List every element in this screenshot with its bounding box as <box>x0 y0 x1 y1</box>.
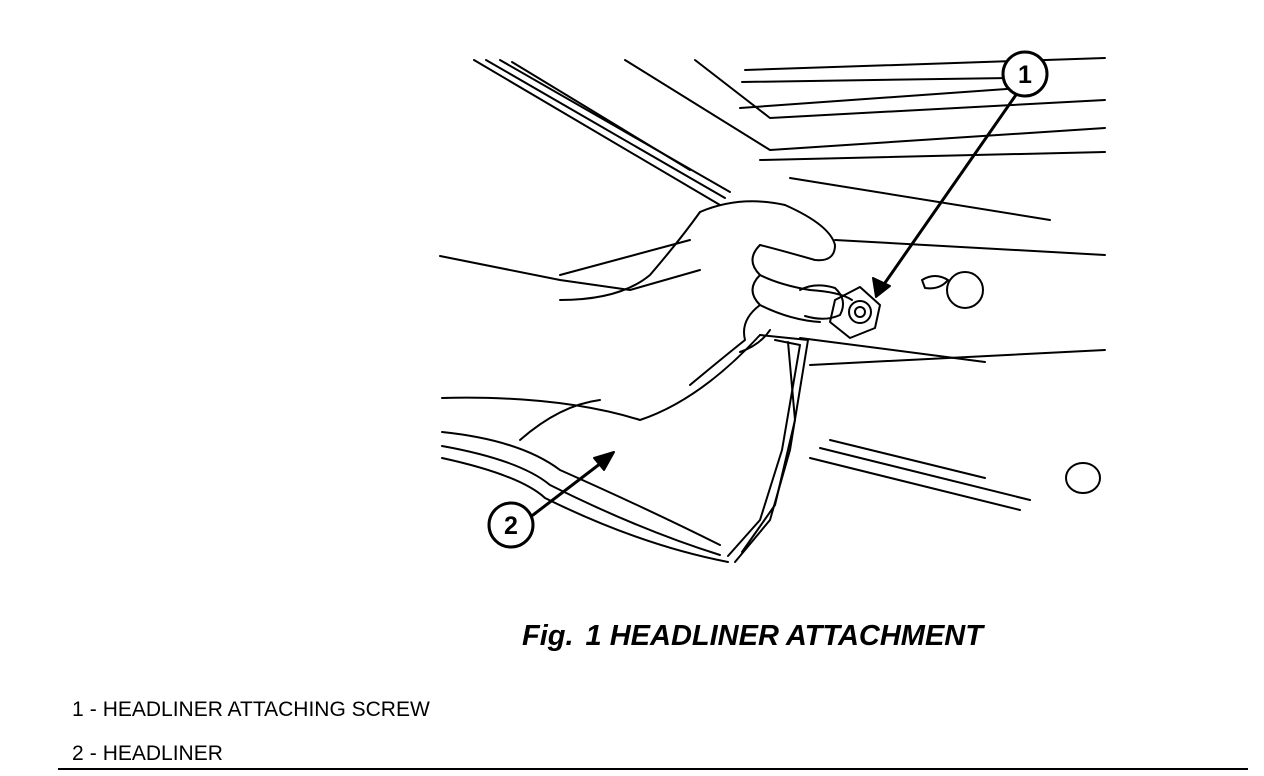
figure-label: Fig. <box>522 620 574 652</box>
hand <box>559 200 853 386</box>
legend-item-separator: - <box>89 742 97 765</box>
headliner-fabric <box>441 334 809 563</box>
roof-panel-lines <box>439 57 1106 511</box>
screw <box>829 286 881 339</box>
callout-1: 1 <box>1001 50 1049 98</box>
figure-title: 1 HEADLINER ATTACHMENT <box>585 620 983 652</box>
legend-item-number: 1 <box>72 698 84 721</box>
legend: 1-HEADLINER ATTACHING SCREW 2-HEADLINER <box>72 688 430 776</box>
legend-item: 2-HEADLINER <box>72 732 430 776</box>
legend-item-label: HEADLINER ATTACHING SCREW <box>102 698 430 721</box>
legend-item-label: HEADLINER <box>102 742 223 765</box>
figure-caption: Fig. 1 HEADLINER ATTACHMENT <box>522 620 983 653</box>
roof-holes <box>921 271 1101 494</box>
legend-item: 1-HEADLINER ATTACHING SCREW <box>72 688 430 732</box>
legend-item-separator: - <box>89 698 97 721</box>
callout-arrows <box>531 90 1020 517</box>
callout-1-label: 1 <box>1018 61 1032 89</box>
callout-2: 2 <box>487 501 535 549</box>
bottom-rule <box>58 768 1248 770</box>
legend-item-number: 2 <box>72 742 84 765</box>
callout-2-label: 2 <box>504 512 518 540</box>
